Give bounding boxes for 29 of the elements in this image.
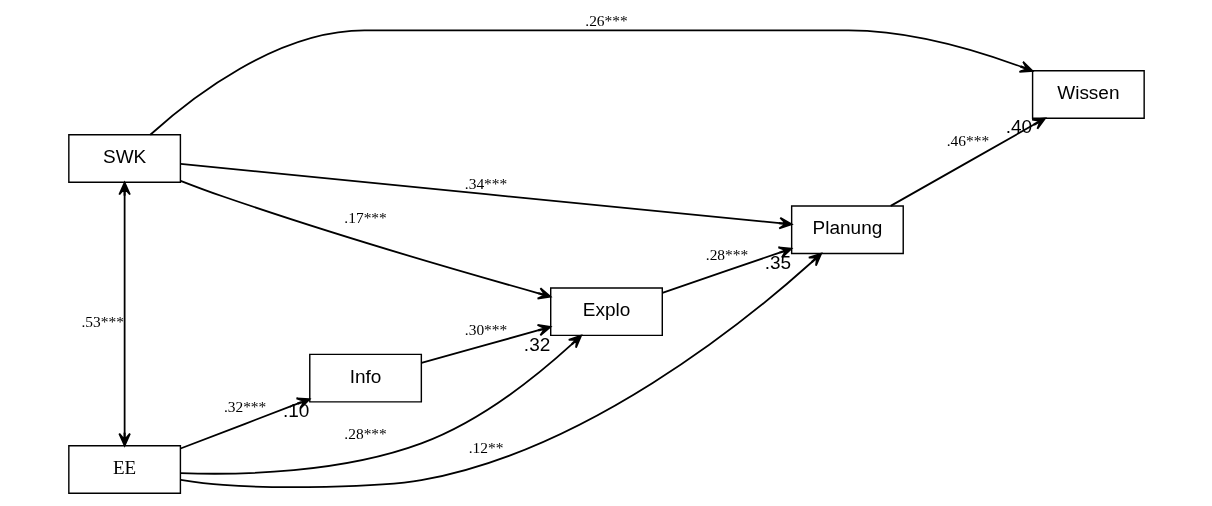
arrow [148,28,1033,136]
arrow [889,116,1046,207]
node-box: Wissen [1031,69,1145,119]
edge-label: .26*** [584,11,628,29]
node-box: Planung [790,204,904,254]
node-box: Info [308,353,422,403]
edge-label: .30*** [464,320,507,338]
node-box: EE [67,444,181,494]
edge-label: .32*** [223,397,266,415]
edge-label: .28*** [705,245,748,263]
node-label: .35 [764,251,791,273]
edge-label: .46*** [946,131,989,149]
arrow [179,252,822,488]
arrow [117,181,131,446]
node-label: .32 [523,333,550,355]
edge-label: .53*** [80,312,124,330]
arrow [179,162,792,229]
arrow [179,334,582,475]
edge-label: .12** [468,438,503,456]
arrow [179,397,310,449]
node-label: .40 [1005,115,1032,137]
arrow [420,323,551,364]
edge-label: .34*** [464,174,507,192]
edge-label: .28*** [343,424,387,442]
node-box: SWK [67,133,181,183]
arrow [661,246,792,294]
node-box: Explo [549,286,663,336]
edge-label: .17*** [343,208,387,226]
arrow [179,179,551,299]
